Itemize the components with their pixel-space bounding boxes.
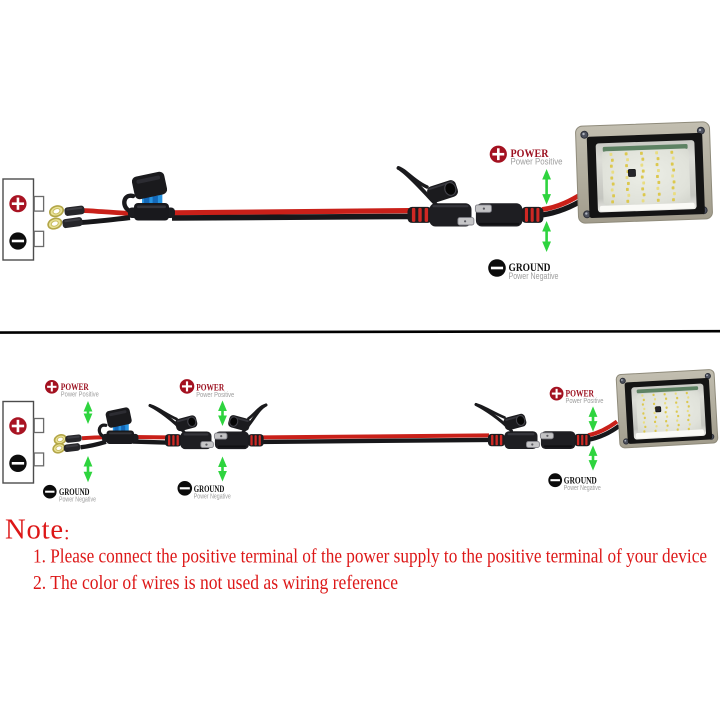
svg-text:GROUND: GROUND (59, 487, 90, 497)
svg-text:GROUND: GROUND (194, 484, 225, 494)
svg-text:Power Negative: Power Negative (564, 483, 601, 492)
svg-text:Power Negative: Power Negative (59, 495, 96, 504)
svg-text:POWER: POWER (511, 147, 550, 160)
svg-text:2. The color of wires is not u: 2. The color of wires is not used as wir… (33, 573, 398, 594)
svg-text:POWER: POWER (566, 389, 595, 399)
svg-text:Power Negative: Power Negative (194, 491, 231, 500)
svg-text:POWER: POWER (61, 382, 89, 392)
svg-text:Power Positive: Power Positive (566, 396, 604, 405)
svg-text:GROUND: GROUND (564, 476, 597, 486)
svg-text:Power Positive: Power Positive (61, 390, 99, 399)
svg-text:POWER: POWER (196, 382, 224, 392)
svg-text:1. Please connect the positive: 1. Please connect the positive terminal … (33, 547, 707, 568)
svg-text:GROUND: GROUND (509, 261, 551, 274)
svg-text:Power Positive: Power Positive (511, 157, 563, 168)
svg-text:Power Negative: Power Negative (509, 271, 559, 282)
svg-text:Power Positive: Power Positive (196, 390, 234, 399)
svg-text:Note:: Note: (5, 514, 70, 546)
